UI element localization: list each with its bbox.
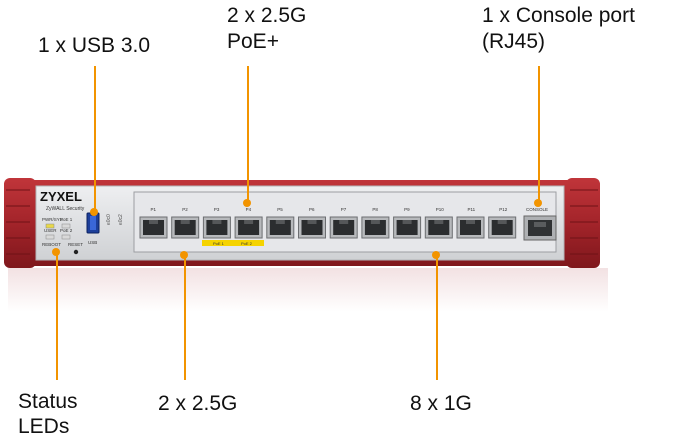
reset-label: RESET (68, 242, 83, 247)
ethernet-port-socket (143, 220, 164, 235)
console-label: CONSOLE (526, 207, 548, 212)
ethernet-port-socket (333, 220, 355, 235)
usb-callout: 1 x USB 3.0 (38, 34, 151, 57)
bottom-25g-callout: 2 x 2.5G (158, 392, 238, 415)
poe-top-callout-line2: PoE+ (227, 30, 279, 53)
ethernet-port-latch (466, 220, 475, 224)
ethernet-port-socket (206, 220, 228, 235)
poe-top-leader-dot (243, 199, 251, 207)
bottom-1g-leader-line (436, 255, 438, 380)
console-callout-line2: (RJ45) (482, 30, 546, 53)
status-led (61, 234, 71, 240)
ethernet-port-latch (402, 220, 412, 224)
poe-top-callout-line1: 2 x 2.5G (227, 4, 307, 27)
port-label: P7 (341, 207, 347, 212)
port-label: P2 (182, 207, 188, 212)
status-leds-callout-line2: LEDs (18, 415, 70, 438)
ethernet-port-socket (460, 220, 481, 235)
status-leds-callout-line1: Status (18, 390, 78, 413)
led-label-poe1: PoE 1 (60, 217, 73, 222)
led-label-poe2: PoE 2 (60, 228, 73, 233)
port-label: P10 (436, 207, 445, 212)
bottom-1g-callout: 8 x 1G (410, 392, 472, 415)
right-fin (566, 178, 600, 268)
ethernet-port-socket (174, 220, 196, 235)
console-leader-dot (534, 199, 542, 207)
poe-top-leader-line (247, 66, 249, 204)
status-led (45, 223, 55, 229)
ethernet-port-latch (244, 220, 254, 224)
poe-label-2: PoE 2 (241, 241, 253, 246)
ethernet-port-socket (238, 220, 260, 235)
ethernet-port-latch (180, 220, 190, 224)
device-reflection (8, 268, 608, 312)
ethernet-port-latch (149, 220, 158, 224)
ethernet-port-latch (434, 220, 444, 224)
ethernet-port-socket (269, 220, 291, 235)
ethernet-ports: P1 P2 P3 P4 P5 P6 P7 P8 P9 P10 P11 P12 (139, 207, 517, 239)
ethernet-port-latch (370, 220, 380, 224)
ethernet-port-latch (275, 220, 285, 224)
ethernet-port-socket (364, 220, 386, 235)
reset-button (73, 249, 79, 255)
port-label: P8 (372, 207, 378, 212)
console-callout-line1: 1 x Console port (482, 4, 635, 27)
mac-label: e0c0 (106, 214, 112, 225)
led-label-user: USER (44, 228, 57, 233)
port-label: P1 (151, 207, 157, 212)
console-leader-line (538, 66, 540, 204)
ethernet-port-latch (307, 220, 317, 224)
port-label: P9 (404, 207, 410, 212)
usb-port-inner (90, 216, 96, 230)
ethernet-port-socket (396, 220, 418, 235)
usb-leader-dot (90, 208, 98, 216)
poe-label-1: PoE 1 (213, 241, 225, 246)
left-fin (4, 178, 36, 268)
port-label: P3 (214, 207, 220, 212)
usb-leader-line (94, 66, 96, 212)
ethernet-port-latch (212, 220, 222, 224)
port-label: P6 (309, 207, 315, 212)
bottom-25g-leader-line (184, 255, 186, 380)
port-label: P11 (468, 207, 476, 212)
port-label: P5 (277, 207, 283, 212)
ethernet-port-latch (497, 220, 507, 224)
poe-strip (202, 240, 264, 246)
status-led (45, 234, 55, 240)
usb-label: USB (88, 240, 97, 245)
port-label: P4 (246, 207, 252, 212)
brand-logo: ZYXEL (40, 189, 82, 204)
ethernet-port-latch (339, 220, 349, 224)
ethernet-port-socket (491, 220, 513, 235)
model-name: ZyWALL Security (46, 206, 85, 212)
reboot-label: REBOOT (42, 242, 61, 247)
status-led (61, 223, 71, 229)
ethernet-port-socket (301, 220, 323, 235)
led-label-pwr: PWR/SYS (42, 217, 63, 222)
ethernet-port-socket (428, 220, 450, 235)
port-label: P12 (499, 207, 508, 212)
mac-label: e0c2 (118, 214, 124, 225)
status-leader-line (56, 252, 58, 380)
